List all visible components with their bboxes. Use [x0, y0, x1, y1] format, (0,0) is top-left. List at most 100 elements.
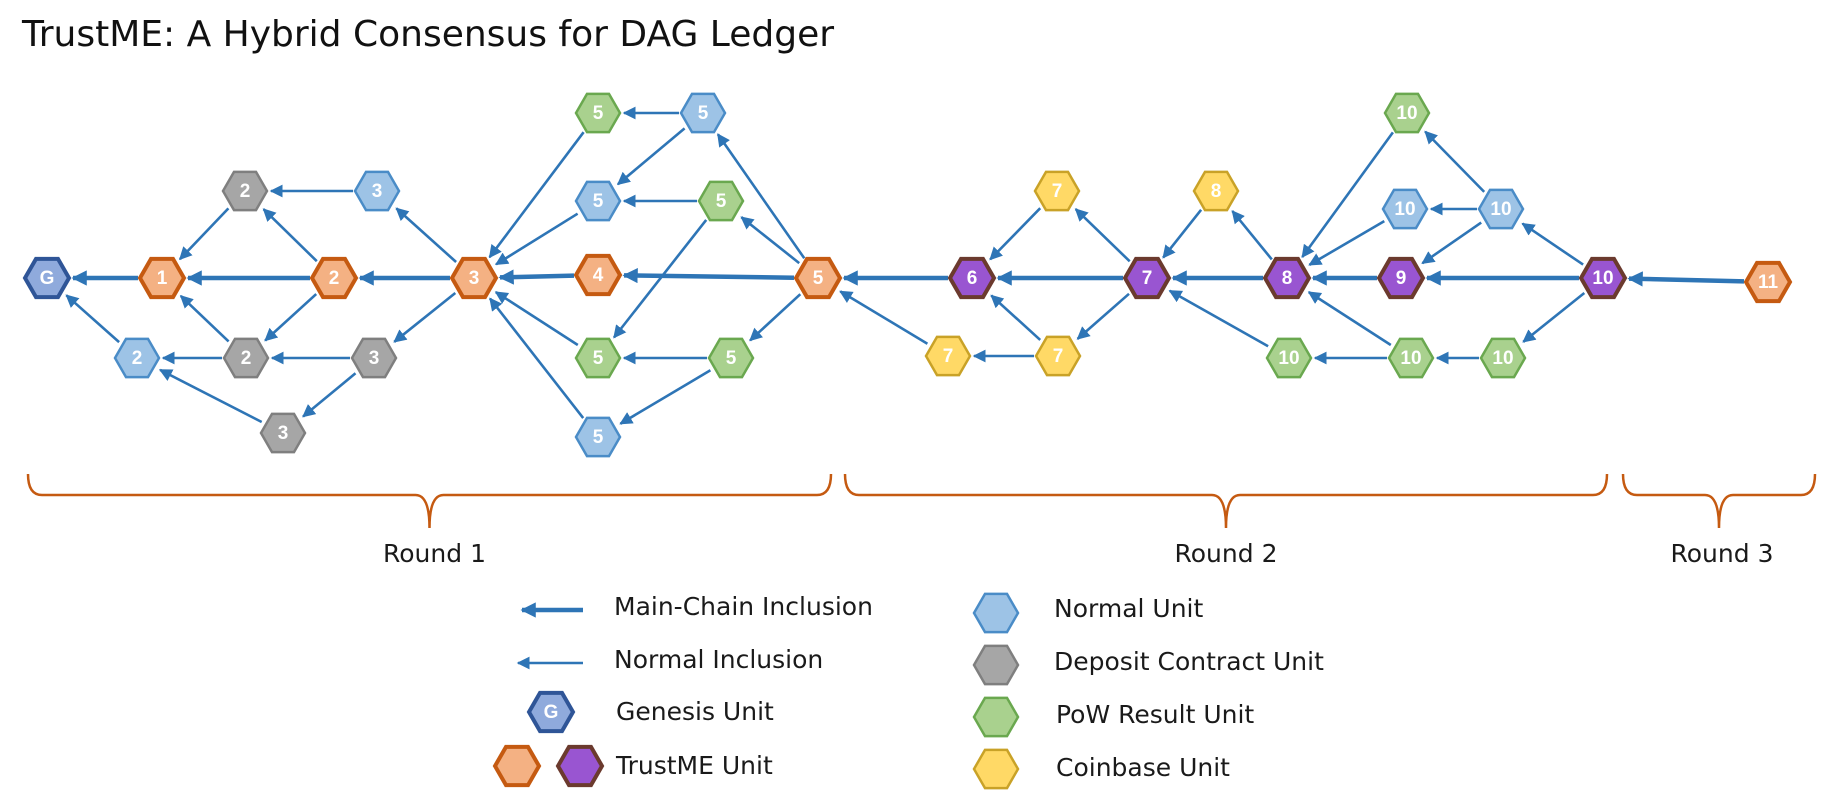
legend-coinbase-label: Coinbase Unit: [1056, 753, 1230, 782]
unit-node-D3c: 3: [259, 412, 307, 454]
unit-node-U6: 6: [947, 256, 997, 300]
unit-node-O2: 2: [309, 256, 359, 300]
normal-edge-N10b-to-P10a: [1424, 130, 1486, 193]
normal-edge-P10b-to-U7: [1168, 289, 1269, 348]
unit-label: 10: [1400, 348, 1421, 369]
unit-hexagon: [1743, 260, 1793, 304]
unit-label: 2: [241, 348, 252, 369]
unit-node-N10b: 10: [1477, 188, 1525, 230]
normal-edge-N5c-to-O3: [488, 297, 585, 419]
round-label: Round 2: [1175, 539, 1278, 568]
unit-hexagon: [1262, 256, 1312, 300]
unit-hexagon: [924, 335, 972, 377]
unit-label: 8: [1211, 181, 1222, 202]
unit-node-U7: 7: [1122, 256, 1172, 300]
unit-node-P5b: 5: [697, 180, 745, 222]
unit-hexagon: [22, 256, 72, 300]
main-chain-edge-O5-to-O4: [622, 267, 795, 284]
legend-main-chain-label: Main-Chain Inclusion: [614, 592, 873, 621]
normal-edge-C7b-to-U6: [990, 294, 1042, 341]
unit-label: G: [40, 268, 55, 289]
unit-label: 7: [1053, 346, 1064, 367]
unit-label: 10: [1492, 348, 1513, 369]
normal-edge-O5-to-N5a: [716, 133, 806, 260]
unit-node-N5a: 5: [679, 92, 727, 134]
unit-label: 2: [240, 181, 251, 202]
unit-hexagon: [574, 180, 622, 222]
unit-node-P10d: 10: [1479, 337, 1527, 379]
unit-label: 10: [1490, 199, 1511, 220]
normal-edge-U7-to-C7b: [1076, 292, 1130, 340]
legend-genesis-hexagon: [526, 690, 576, 734]
normal-edge-C7c-to-O5: [839, 290, 929, 345]
unit-label: 3: [372, 181, 383, 202]
unit-hexagon: [573, 253, 623, 297]
unit-label: 2: [132, 348, 143, 369]
unit-hexagon: [222, 337, 270, 379]
unit-hexagon: [574, 337, 622, 379]
brace-shape: [1621, 473, 1817, 529]
unit-label: 10: [1394, 199, 1415, 220]
unit-node-U10: 10: [1578, 256, 1628, 300]
normal-edge-D3c-to-N2b: [158, 368, 263, 424]
brace-shape: [843, 473, 1609, 529]
unit-hexagon: [1387, 337, 1435, 379]
normal-edge-C7a-to-U6: [989, 207, 1042, 261]
legend-pow-hexagon: [972, 696, 1020, 738]
normal-edge-O3-to-N3a: [395, 207, 457, 263]
unit-hexagon: [137, 256, 187, 300]
unit-hexagon: [679, 92, 727, 134]
unit-hexagon: [1034, 335, 1082, 377]
unit-hexagon: [353, 170, 401, 212]
legend-genesis-label: Genesis Unit: [616, 697, 774, 726]
normal-edge-O2-to-D2c: [264, 293, 318, 342]
round-label: Round 3: [1671, 539, 1774, 568]
unit-hexagon: [707, 337, 755, 379]
unit-label: 5: [813, 268, 824, 289]
unit-label: 3: [469, 268, 480, 289]
legend-deposit-hexagon: [972, 644, 1020, 686]
unit-node-O11: 11: [1743, 260, 1793, 304]
unit-label: 5: [593, 348, 604, 369]
unit-node-O4: 4: [573, 253, 623, 297]
unit-label: 7: [1142, 268, 1153, 289]
normal-edge-D2c-to-O1: [179, 294, 230, 343]
round-brace-1: Round 1: [26, 473, 833, 568]
unit-node-O3: 3: [449, 256, 499, 300]
unit-node-U9: 9: [1376, 256, 1426, 300]
unit-label: 2: [329, 268, 340, 289]
round-brace-2: Round 2: [843, 473, 1609, 568]
unit-node-P10b: 10: [1265, 337, 1313, 379]
main-chain-edge-O11-to-U10: [1627, 271, 1745, 287]
unit-label: 7: [943, 346, 954, 367]
unit-node-C7a: 7: [1033, 170, 1081, 212]
legend-normal-unit-label: Normal Unit: [1054, 594, 1203, 623]
unit-node-P10c: 10: [1387, 337, 1435, 379]
unit-label: 3: [369, 348, 380, 369]
unit-label: 6: [967, 268, 978, 289]
unit-hexagon: [113, 337, 161, 379]
unit-label: 5: [593, 427, 604, 448]
normal-edge-U10-to-N10b: [1521, 222, 1584, 266]
unit-hexagon: [259, 412, 307, 454]
unit-node-P5c: 5: [574, 337, 622, 379]
unit-node-P5a: 5: [574, 92, 622, 134]
normal-edge-P10c-to-U8: [1307, 291, 1392, 347]
unit-hexagon: [947, 256, 997, 300]
unit-label: 10: [1396, 103, 1417, 124]
unit-hexagon: [1122, 256, 1172, 300]
unit-hexagon: [1383, 92, 1431, 134]
unit-node-D2a: 2: [221, 170, 269, 212]
unit-hexagon: [1265, 337, 1313, 379]
unit-node-G: G: [22, 256, 72, 300]
normal-edge-O2-to-D2a: [262, 208, 318, 263]
unit-node-U8: 8: [1262, 256, 1312, 300]
main-chain-edge-O4-to-O3: [498, 269, 575, 285]
normal-edge-N10b-to-U9: [1421, 221, 1482, 265]
round-label: Round 1: [383, 539, 486, 568]
unit-hexagon: [309, 256, 359, 300]
unit-hexagon: [1033, 170, 1081, 212]
unit-hexagon: [449, 256, 499, 300]
unit-label: 5: [593, 191, 604, 212]
